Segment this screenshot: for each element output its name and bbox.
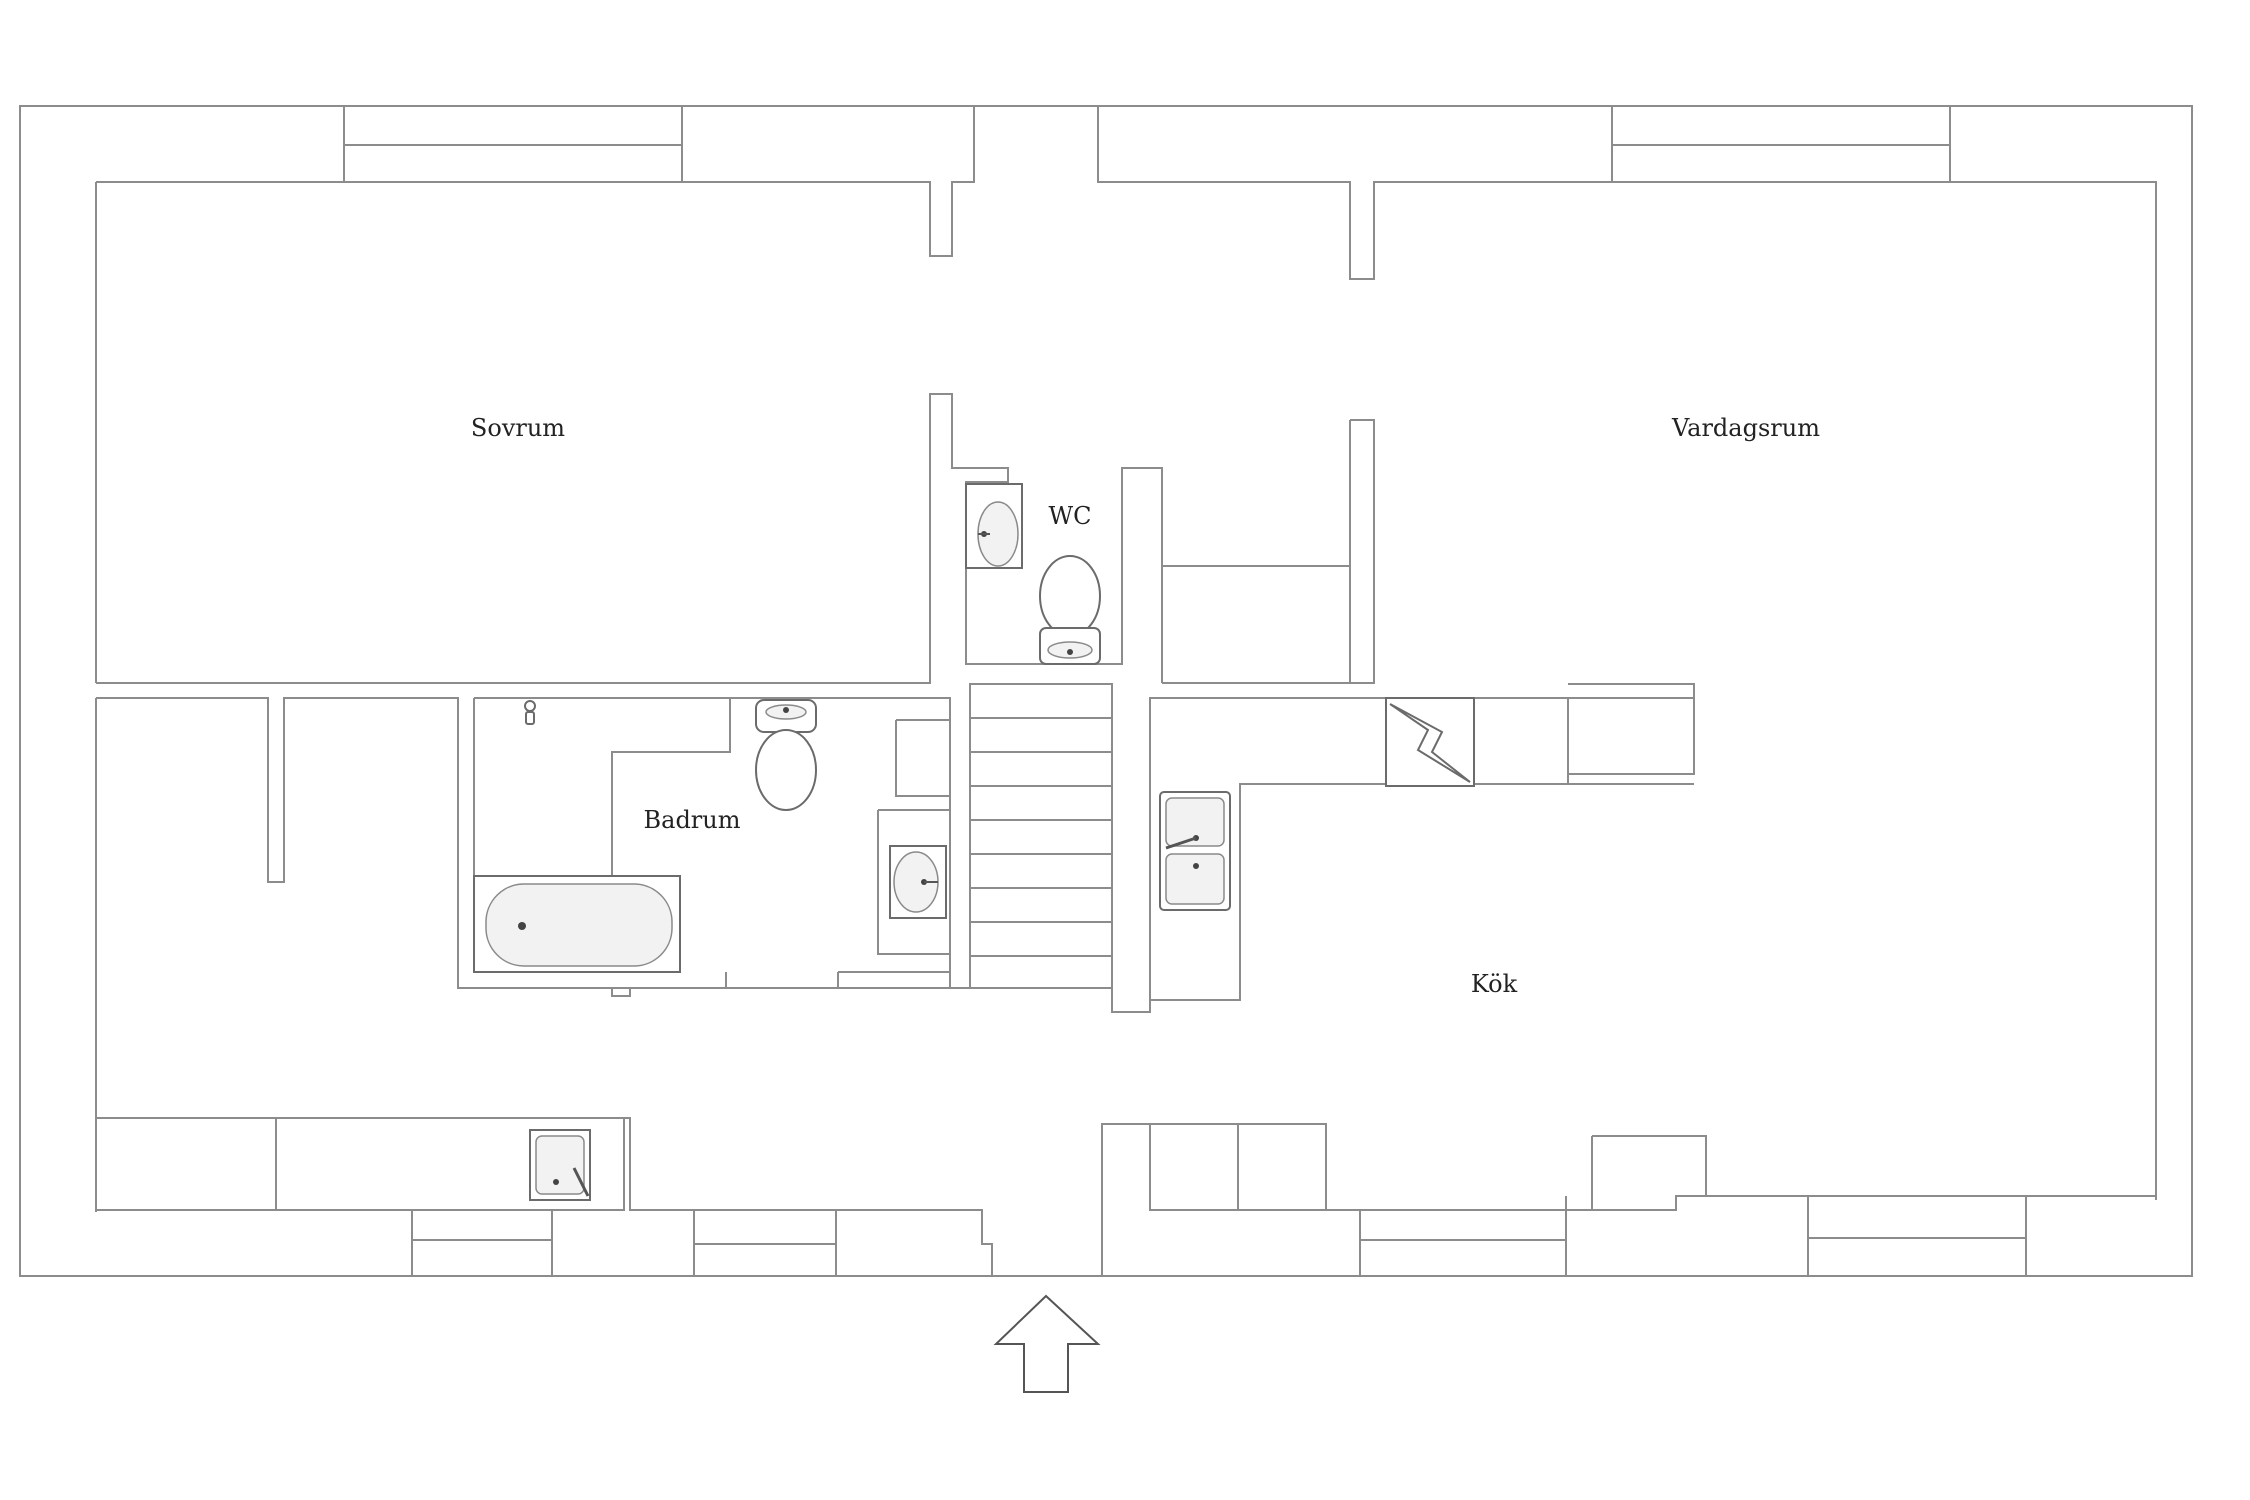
toilet-icon bbox=[1039, 555, 1101, 665]
double-sink-icon bbox=[1159, 791, 1231, 911]
room-label-wc: WC bbox=[1048, 502, 1091, 530]
outer-walls bbox=[19, 105, 2193, 1277]
sovrum-walls bbox=[96, 393, 1375, 684]
kitchen-counter bbox=[1473, 683, 1695, 785]
sink-icon bbox=[529, 1129, 591, 1201]
sink-icon bbox=[965, 483, 1023, 569]
room-label-vardagsrum: Vardagsrum bbox=[1671, 414, 1820, 442]
shower-icon bbox=[524, 700, 536, 725]
room-label-sovrum: Sovrum bbox=[471, 414, 565, 442]
room-label-kok: Kök bbox=[1471, 970, 1518, 998]
closet-walls bbox=[1162, 565, 1350, 684]
bathtub-icon bbox=[473, 875, 681, 973]
entrance-arrow-icon bbox=[993, 1294, 1101, 1393]
lower-walls bbox=[96, 1117, 2156, 1276]
room-label-badrum: Badrum bbox=[644, 806, 741, 834]
sink-icon bbox=[889, 845, 947, 919]
toilet-icon bbox=[755, 699, 817, 811]
staircase bbox=[969, 683, 1569, 1013]
stove-icon bbox=[1385, 697, 1475, 787]
